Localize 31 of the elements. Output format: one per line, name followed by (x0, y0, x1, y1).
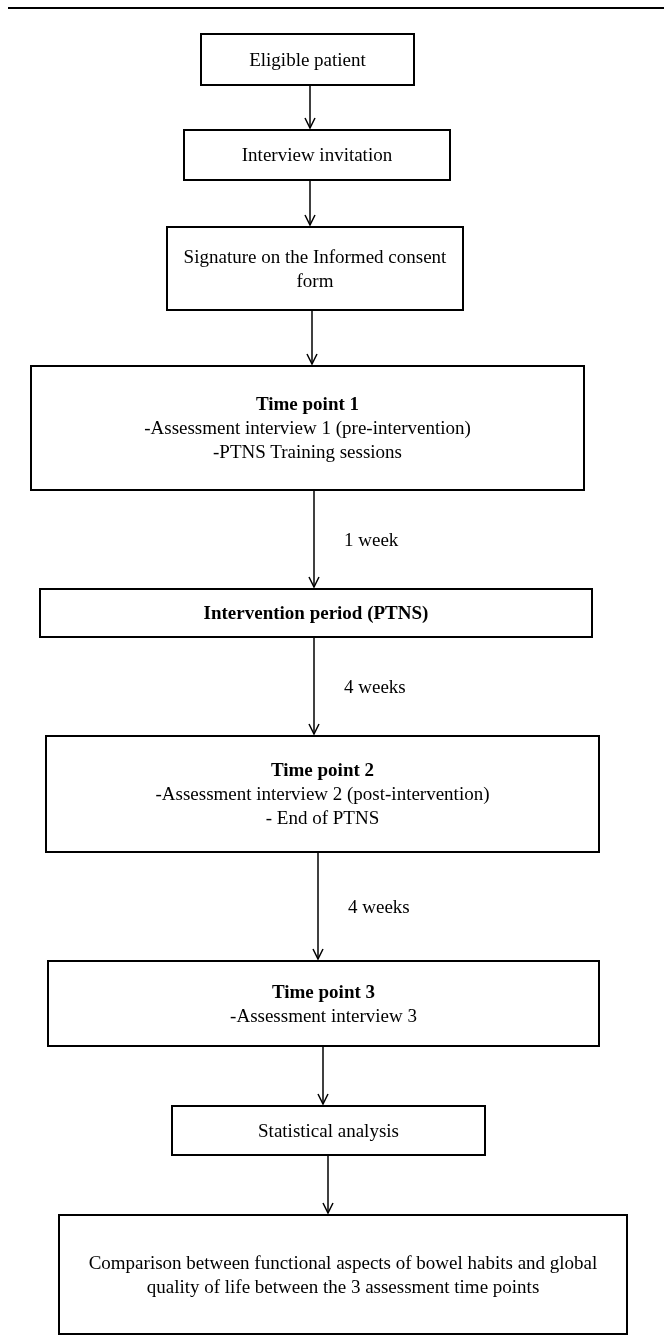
process-box (39, 588, 593, 638)
process-box (47, 960, 600, 1047)
arrow (312, 852, 324, 960)
arrow (304, 85, 316, 129)
process-box (171, 1105, 486, 1156)
box-text: Interview invitation (241, 143, 393, 167)
process-box (30, 365, 585, 491)
process-box (166, 226, 464, 311)
arrow (317, 1046, 329, 1105)
box-text: -PTNS Training sessions (213, 440, 402, 464)
box-text: Signature on the Informed consent form (182, 244, 448, 293)
box-text: Comparison between functional aspects of bowel habits and global quality of life between the 3 assessment time points (87, 1250, 599, 1299)
box-heading: Time point 3 (271, 979, 376, 1004)
box-heading: Time point 2 (270, 758, 375, 782)
box-heading: Time point 1 (255, 392, 360, 416)
box-text: Eligible patient (249, 47, 366, 72)
box-text: -Assessment interview 3 (230, 1003, 417, 1028)
process-box (45, 735, 600, 853)
box-text: -Assessment interview 2 (post-intervention) (155, 782, 490, 806)
arrow (322, 1155, 334, 1214)
process-box (200, 33, 415, 86)
process-box (58, 1214, 628, 1335)
arrow (306, 310, 318, 365)
arrow (308, 490, 320, 588)
box-text: -Assessment interview 1 (pre-intervention) (144, 416, 471, 440)
arrow (304, 180, 316, 226)
process-box (183, 129, 451, 181)
box-text: - End of PTNS (265, 806, 380, 830)
box-text: Intervention period (PTNS) (203, 601, 429, 625)
box-text: Statistical analysis (258, 1118, 399, 1143)
arrow (308, 637, 320, 735)
